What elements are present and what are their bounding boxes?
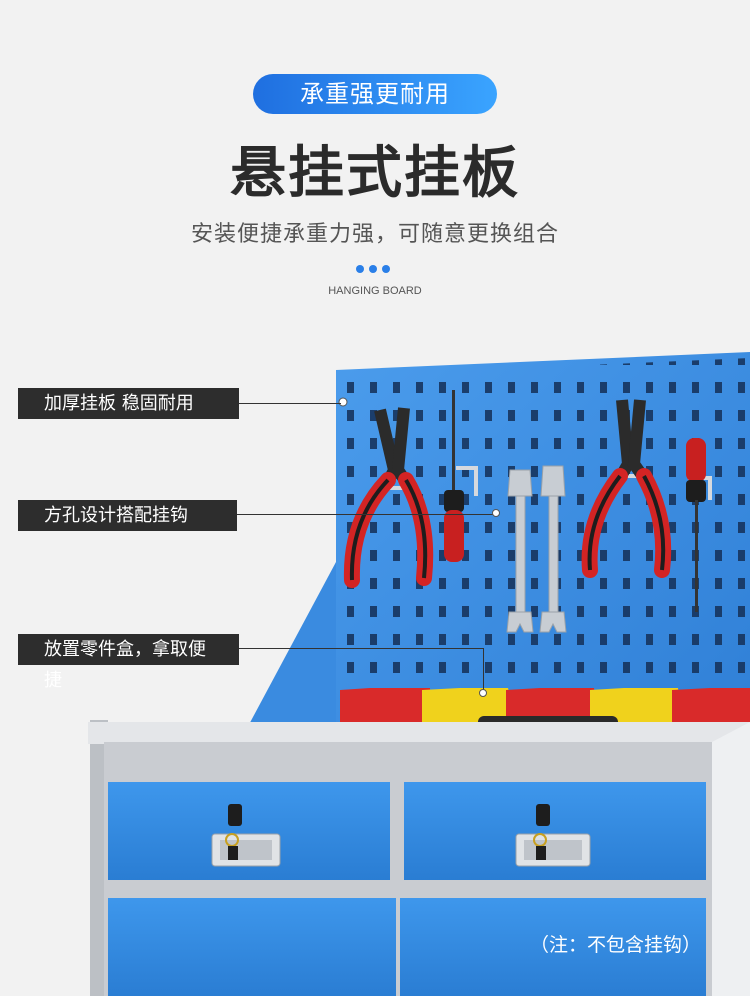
callout-thick-board: 加厚挂板 稳固耐用 (18, 388, 239, 419)
leader-pin-3 (479, 689, 487, 697)
feature-badge: 承重强更耐用 (253, 74, 497, 114)
decorative-dots (356, 258, 396, 273)
leader-line-3 (239, 648, 483, 649)
side-panel (238, 562, 336, 745)
screwdriver-icon (444, 390, 464, 562)
pliers-icon (343, 407, 434, 588)
drawer-left (108, 782, 390, 880)
leader-line-1 (239, 403, 341, 404)
callout-square-holes: 方孔设计搭配挂钩 (18, 500, 237, 531)
screwdriver-icon-right (686, 438, 706, 612)
pliers-icon-right (581, 399, 672, 578)
page-subtitle: 安装便捷承重力强，可随意更换组合 (190, 222, 559, 247)
callout-parts-box: 放置零件盒，拿取便捷 (18, 634, 239, 691)
drawer-right (404, 782, 706, 880)
leader-line-3-vertical (483, 648, 484, 692)
footnote: （注：不包含挂钩） (530, 934, 702, 956)
leader-line-2 (237, 514, 495, 515)
pegboard (260, 352, 750, 745)
english-caption: HANGING BOARD (328, 285, 422, 297)
leader-pin-2 (492, 509, 500, 517)
wrench-icon (506, 465, 567, 633)
page-title: 悬挂式挂板 (230, 141, 520, 206)
lower-doors (108, 898, 706, 996)
